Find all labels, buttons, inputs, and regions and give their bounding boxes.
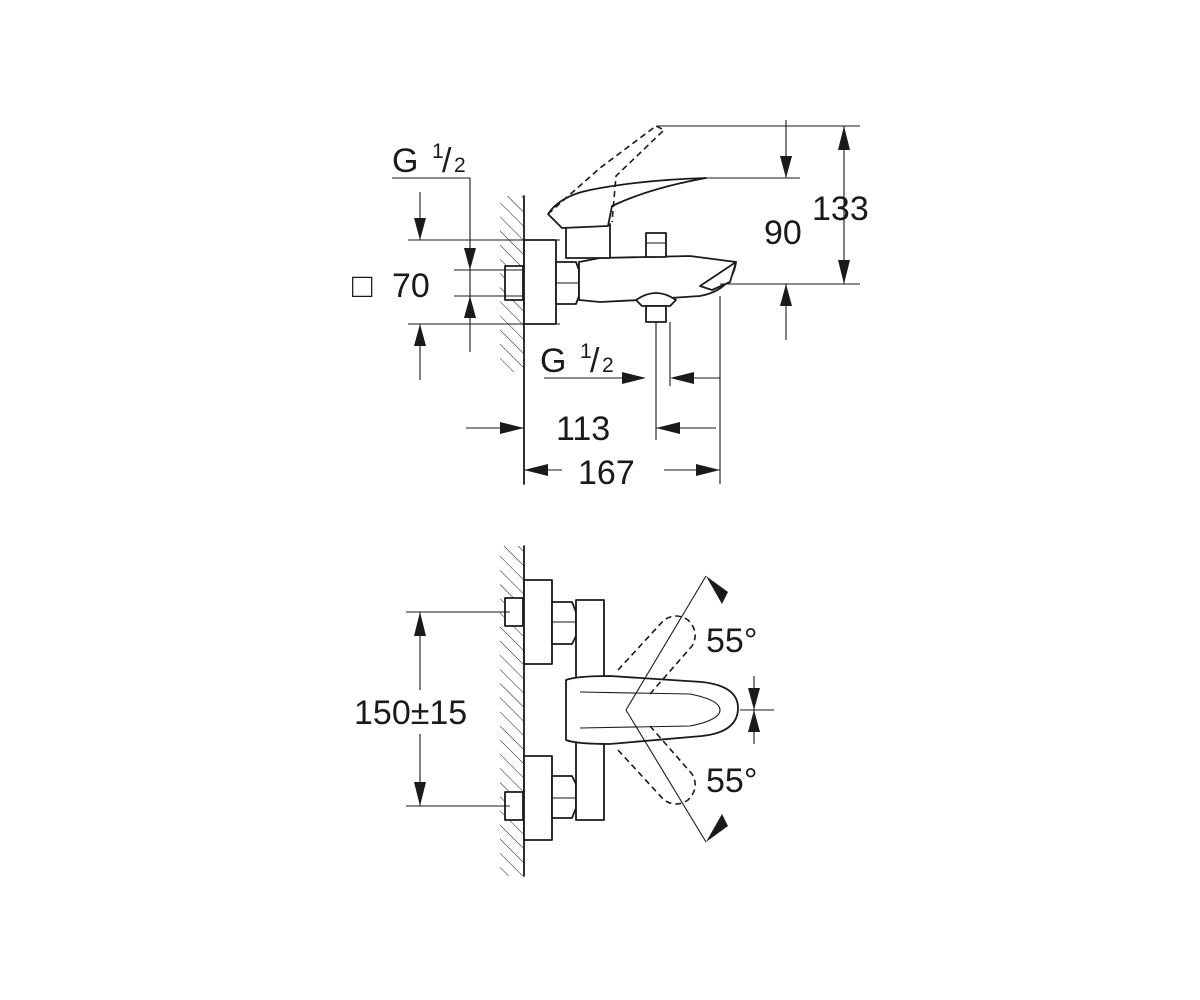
- dim-167: 167: [578, 454, 635, 492]
- mixer-body: [578, 255, 737, 303]
- lever-handle: [547, 177, 707, 229]
- inlet-thread-slash: /: [442, 142, 452, 180]
- lever-raised-dashed: [547, 125, 666, 223]
- outlet-thread-den: 2: [602, 354, 614, 377]
- dim-90: 90: [764, 214, 802, 252]
- plate-upper: [523, 579, 553, 665]
- wall-flange: [504, 265, 524, 301]
- spout-outlet: [699, 261, 737, 291]
- side-view: 133 90 G 1 / 2 □ 70 G 1 / 2: [352, 120, 869, 492]
- top-view: 55° 55° 150±15: [354, 545, 774, 877]
- outlet-thread-letter: G: [540, 342, 566, 380]
- angle-upper: 55°: [706, 622, 757, 660]
- angle-lower: 55°: [706, 762, 757, 800]
- outlet-thread-num: 1: [580, 340, 592, 363]
- inlet-thread-num: 1: [432, 140, 444, 163]
- shower-connector: [635, 292, 677, 307]
- lever-top: [565, 675, 739, 745]
- cartridge-collar: [565, 223, 611, 259]
- dim-centers: 150±15: [354, 694, 467, 732]
- diverter-knob: [645, 232, 667, 258]
- wall-plate: [523, 239, 557, 325]
- dim-113: 113: [556, 410, 610, 448]
- dim-133: 133: [812, 190, 869, 228]
- plate-lower: [523, 755, 553, 841]
- inlet-thread-letter: G: [392, 142, 418, 180]
- square-symbol: □: [352, 267, 373, 305]
- lever-rotated-upper-dashed: [617, 615, 696, 695]
- inlet-thread-den: 2: [454, 154, 466, 177]
- connector-nipple: [645, 305, 667, 323]
- dim-70: 70: [392, 267, 430, 305]
- wall-hatching-top: [500, 546, 524, 876]
- lever-rotated-lower-dashed: [617, 725, 696, 805]
- outlet-thread-slash: /: [590, 342, 600, 380]
